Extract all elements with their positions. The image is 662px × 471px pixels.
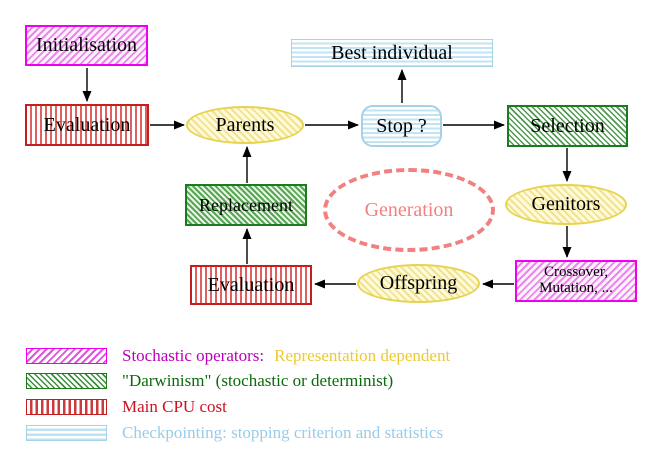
node-generation-label: Generation (364, 198, 454, 221)
node-crossover-line2: Mutation, ... (539, 280, 613, 296)
legend-label-representation-dependent: Representation dependent (274, 345, 451, 365)
legend-swatch-green-hatch (26, 372, 107, 389)
legend-label-stochastic-operators: Stochastic operators: (122, 345, 265, 365)
node-stop-label: Stop ? (376, 114, 427, 137)
node-genitors-label: Genitors (531, 193, 601, 215)
node-best-individual-label: Best individual (331, 41, 453, 64)
node-evaluation-bottom: Evaluation (190, 265, 312, 305)
legend-swatch-red-stripes (26, 398, 107, 415)
legend-label-checkpointing: Checkpointing: stopping criterion and st… (122, 422, 444, 442)
node-evaluation-top: Evaluation (25, 104, 149, 146)
node-initialisation: Initialisation (25, 25, 148, 66)
legend-label-main-cpu-cost: Main CPU cost (122, 396, 227, 416)
node-crossover-line1: Crossover, (544, 264, 608, 281)
legend-label-darwinism: "Darwinism" (stochastic or determinist) (122, 370, 394, 390)
node-selection-label: Selection (530, 114, 605, 137)
node-parents-label: Parents (215, 113, 275, 136)
node-replacement: Replacement (185, 184, 307, 226)
node-offspring: Offspring (357, 264, 480, 303)
node-best-individual: Best individual (291, 39, 493, 67)
node-evaluation-top-label: Evaluation (43, 113, 131, 136)
node-initialisation-label: Initialisation (35, 34, 138, 56)
legend-swatch-cyan-stripes (26, 424, 107, 441)
legend-swatch-magenta-hatch (26, 347, 107, 364)
node-parents: Parents (186, 106, 304, 144)
node-replacement-label: Replacement (199, 194, 293, 215)
legend-row-darwinism: "Darwinism" (stochastic or determinist) (26, 370, 394, 390)
node-crossover-mutation: Crossover, Mutation, ... (515, 260, 637, 302)
node-stop: Stop ? (361, 105, 442, 147)
legend-row-stochastic-operators: Stochastic operators: Representation dep… (26, 345, 451, 365)
node-offspring-label: Offspring (379, 272, 458, 294)
legend-row-main-cpu-cost: Main CPU cost (26, 396, 227, 416)
legend-row-checkpointing: Checkpointing: stopping criterion and st… (26, 422, 444, 442)
node-evaluation-bottom-label: Evaluation (207, 273, 295, 296)
node-selection: Selection (507, 105, 628, 147)
node-generation-loop: Generation (323, 168, 495, 252)
node-genitors: Genitors (505, 184, 627, 225)
